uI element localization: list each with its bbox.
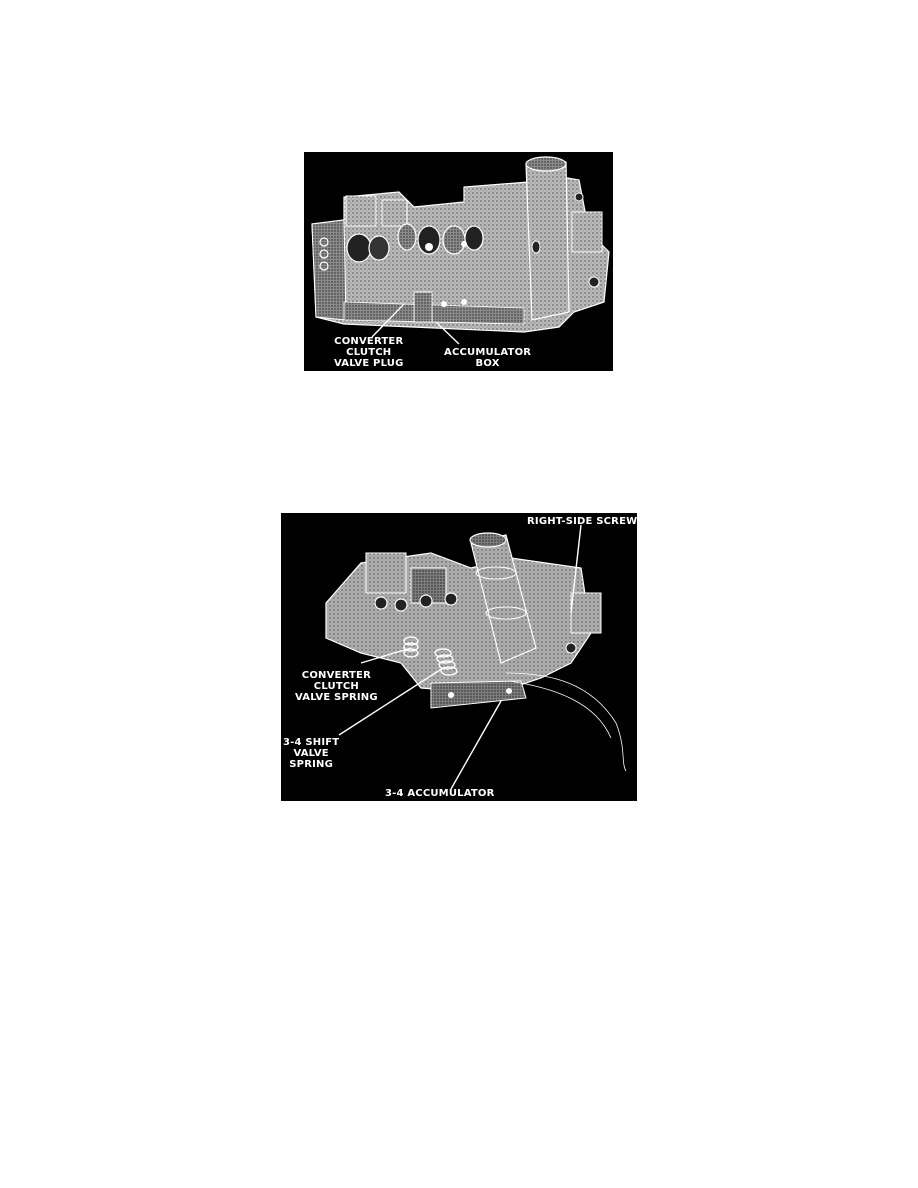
right-side-screw-label: RIGHT-SIDE SCREW bbox=[527, 516, 637, 527]
valve-body-drawing-1 bbox=[311, 156, 610, 345]
accumulator-box-label: ACCUMULATOR BOX bbox=[444, 347, 532, 369]
3-4-accumulator-label: 3-4 ACCUMULATOR bbox=[385, 788, 495, 799]
valve-body-illustration-1: CONVERTER CLUTCH VALVE PLUG ACCUMULATOR … bbox=[304, 152, 613, 371]
valve-body-illustration-2: RIGHT-SIDE SCREW CONVERTER CLUTCH VALVE … bbox=[281, 513, 637, 801]
valve-body-drawing-2 bbox=[325, 524, 627, 790]
3-4-shift-valve-spring-label: 3-4 SHIFT VALVE SPRING bbox=[283, 737, 340, 770]
converter-clutch-valve-plug-label: CONVERTER CLUTCH VALVE PLUG bbox=[334, 336, 404, 369]
converter-clutch-valve-spring-label: CONVERTER CLUTCH VALVE SPRING bbox=[295, 670, 378, 703]
